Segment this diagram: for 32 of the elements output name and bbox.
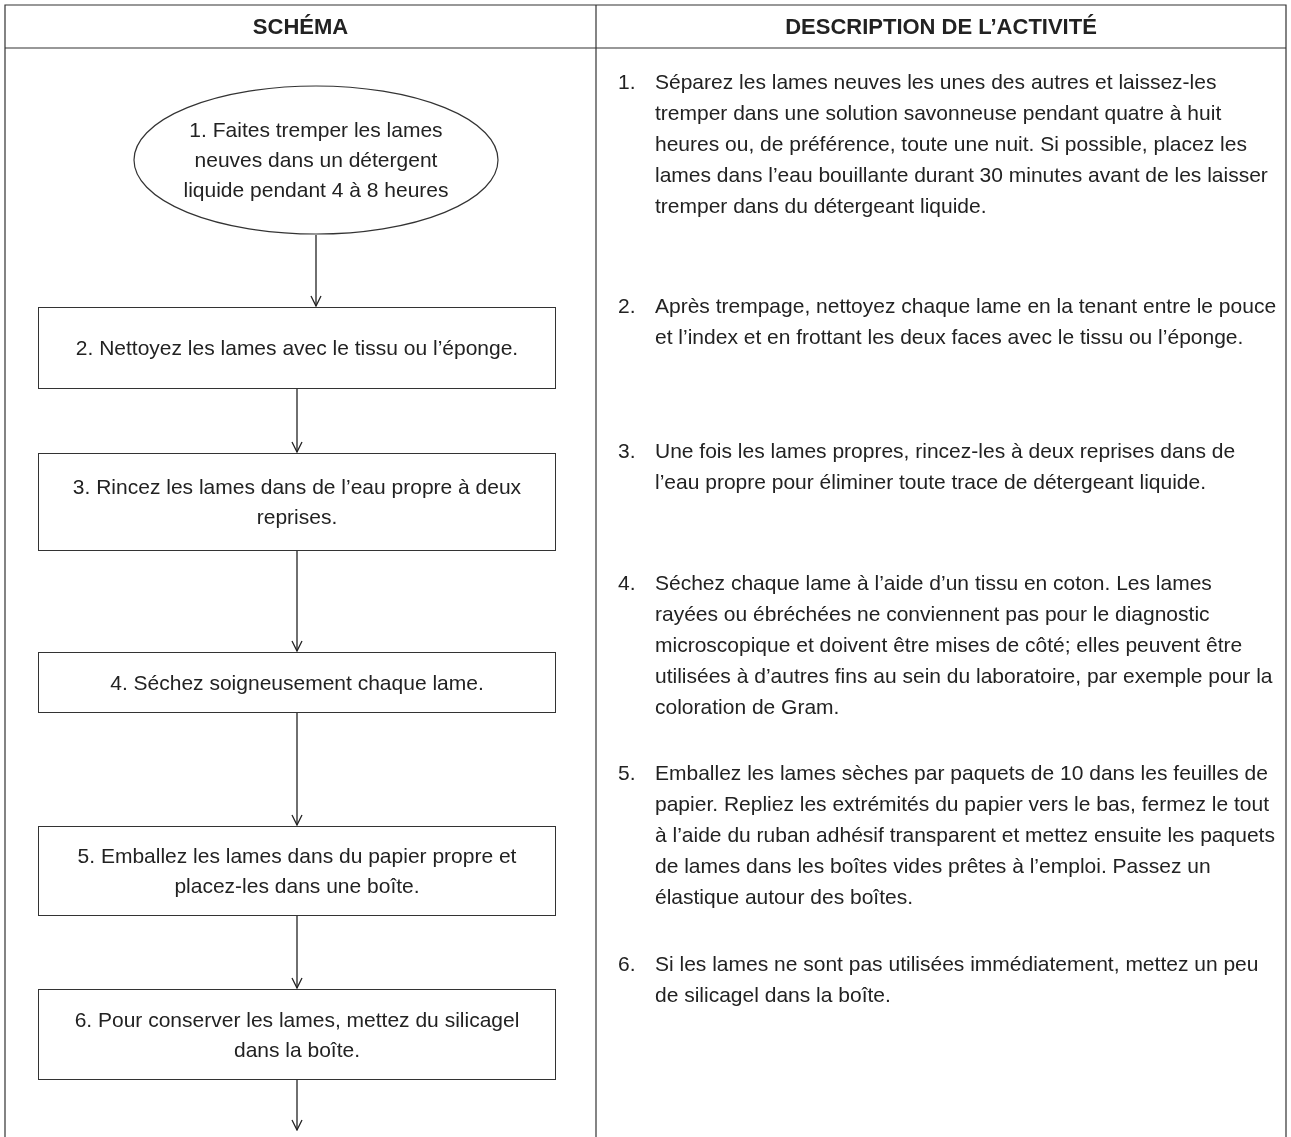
process-box	[38, 652, 556, 713]
column-header: DESCRIPTION DE L’ACTIVITÉ	[784, 13, 1098, 41]
process-box	[38, 307, 556, 389]
step-text: 5. Emballez les lames dans du papier propre et placez-les dans une boîte.	[76, 843, 518, 899]
step-description: Si les lames ne sont pas utilisées immédiatement, mettez un peu de silicagel dans la boîte.	[655, 951, 1260, 1008]
step-text: 6. Pour conserver les lames, mettez du silicagel dans la boîte.	[73, 1006, 521, 1063]
step-number: 5.	[618, 760, 636, 786]
step-text: 2. Nettoyez les lames avec le tissu ou l’éponge.	[74, 335, 520, 361]
step-number: 2.	[618, 293, 636, 319]
step-description: Séchez chaque lame à l’aide d’un tissu en coton. Les lames rayées ou ébréchées ne conviennent pas pour le diagnostic microscopique et doivent être mises de côté; elles peuvent être utilisées à d’autres fins au sein du laboratoire, par exemple pour la coloration de Gram.	[655, 570, 1274, 720]
step-number: 4.	[618, 570, 636, 596]
arrow	[291, 550, 303, 652]
step-text: 1. Faites tremper les lames neuves dans un détergent liquide pendant 4 à 8 heures	[182, 117, 450, 203]
step-number: 1.	[618, 69, 636, 95]
column-header: SCHÉMA	[251, 13, 350, 41]
process-box	[38, 989, 556, 1080]
arrow	[310, 234, 322, 307]
step-description: Une fois les lames propres, rincez-les à deux reprises dans de l’eau propre pour éliminer toute trace de détergeant liquide.	[655, 438, 1237, 495]
arrow	[291, 915, 303, 989]
start-ellipse	[133, 85, 499, 235]
arrow	[291, 1079, 303, 1131]
arrow	[291, 712, 303, 826]
step-description: Après trempage, nettoyez chaque lame en la tenant entre le pouce et l’index et en frottant les deux faces avec le tissu ou l’éponge.	[655, 293, 1278, 350]
step-text: 4. Séchez soigneusement chaque lame.	[109, 669, 485, 696]
process-box	[38, 826, 556, 916]
step-number: 3.	[618, 438, 636, 464]
step-number: 6.	[618, 951, 636, 977]
step-description: Séparez les lames neuves les unes des autres et laissez-les tremper dans une solution savonneuse pendant quatre à huit heures ou, de préférence, toute une nuit. Si possible, placez les lames dans l’eau bouillante durant 30 minutes avant de les laisser tremper dans du détergeant liquide.	[655, 69, 1269, 219]
arrow	[291, 388, 303, 453]
process-box	[38, 453, 556, 551]
step-text: 3. Rincez les lames dans de l’eau propre à deux reprises.	[71, 474, 523, 530]
step-description: Emballez les lames sèches par paquets de 10 dans les feuilles de papier. Repliez les extrémités du papier vers le bas, fermez le tout à l’aide du ruban adhésif transparent et mettez ensuite les paquets de lames dans les boîtes vides prêtes à l’emploi. Passez un élastique autour des boîtes.	[655, 760, 1276, 910]
